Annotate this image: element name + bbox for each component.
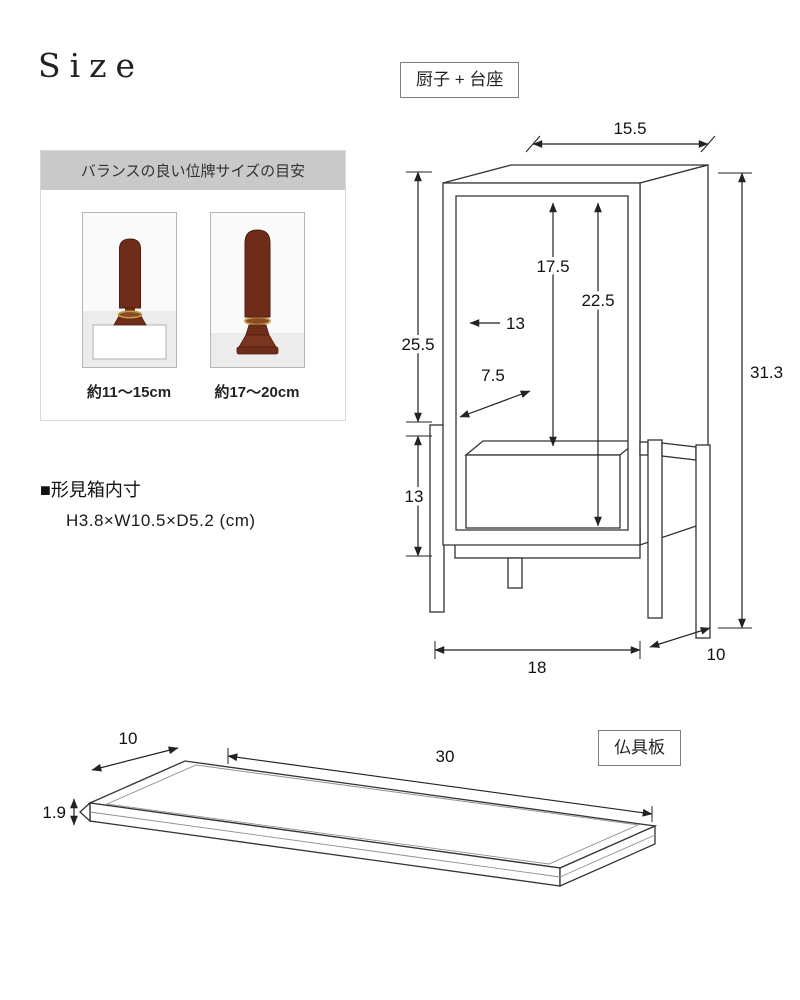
stand-front-right-leg [647,439,663,619]
board-label-tag: 仏具板 [598,730,681,767]
keepsake-box-top [464,440,639,456]
dim-board-depth-arrow [91,746,179,772]
tablet-size-label-small: 約11〜15cm [86,384,172,401]
dim-board-depth: 10 [119,729,138,748]
dim-inner-upper-height: 17.5 [536,257,569,276]
dim-top-width: 15.5 [613,119,646,138]
board-drawing: 10 30 1.9 [42,729,658,887]
keepsake-box-size: H3.8×W10.5×D5.2 (cm) [66,511,256,530]
dim-inner-depth: 7.5 [481,366,505,385]
cabinet-label-tag: 厨子 + 台座 [400,62,520,99]
page-title: Size [38,46,145,85]
tablet-illustration-small [82,213,176,367]
cabinet-drawing: 15.5 31.3 25.5 13 17.5 22.5 13 7.5 18 [398,119,783,677]
tablet-gold-ring [243,316,271,326]
board-body [79,760,658,887]
keepsake-box-heading: ■形見箱内寸 [40,480,141,500]
dim-board-thickness: 1.9 [42,803,66,822]
tablet-example-large: 約17〜20cm [209,212,305,402]
tablet-base-flare [237,334,277,348]
dim-total-height: 31.3 [750,363,783,382]
dim-inner-width: 13 [506,314,525,333]
keepsake-box-front [465,454,621,529]
tablet-base-upper [244,324,270,336]
dim-stand-height: 13 [405,487,424,506]
dim-inner-full-height: 22.5 [581,291,614,310]
tablet-size-guide-header: バランスの良い位牌サイズの目安 [41,151,345,190]
cabinet-body [429,164,711,639]
tablet-illustration-large [210,213,304,367]
dim-body-height: 25.5 [401,335,434,354]
tablet-photo-large [209,212,305,368]
keepsake-box-section: ■形見箱内寸 H3.8×W10.5×D5.2 (cm) [40,476,256,531]
dim-inner-depth-arrow [459,390,531,418]
tablet-size-guide-body: 約11〜15cm 約17〜20cm [41,190,345,420]
board-left-tip [79,801,91,823]
stand-right-connector [639,441,649,456]
stand-front-left-leg [429,424,445,613]
tablet-plinth [236,346,278,355]
tablet-photo-small [81,212,177,368]
board-dimensions: 10 30 1.9 [42,729,653,826]
cabinet-front-frame [442,182,641,546]
dim-board-length: 30 [436,747,455,766]
tablet-size-guide: バランスの良い位牌サイズの目安 約11〜15cm [40,150,346,421]
tablet-example-small: 約11〜15cm [81,212,177,402]
dim-base-depth: 10 [707,645,726,664]
tablet-plate [244,229,270,318]
cabinet-dimensions: 15.5 31.3 25.5 13 17.5 22.5 13 7.5 18 [398,119,783,677]
dim-base-depth-arrow [649,627,711,648]
tablet-box [92,324,166,360]
stand-back-right-leg [695,444,711,639]
tablet-plate [118,238,141,309]
dim-base-width: 18 [528,658,547,677]
dim-board-length-arrow [227,753,653,817]
tablet-size-label-large: 約17〜20cm [214,384,300,401]
board-front-bevel [89,811,561,878]
stand-back-left-leg [507,557,523,589]
board-top-bevel [105,764,640,865]
board-right-bevel [559,834,656,878]
tablet-gold-ring [117,310,142,319]
tablet-neck [124,306,135,314]
